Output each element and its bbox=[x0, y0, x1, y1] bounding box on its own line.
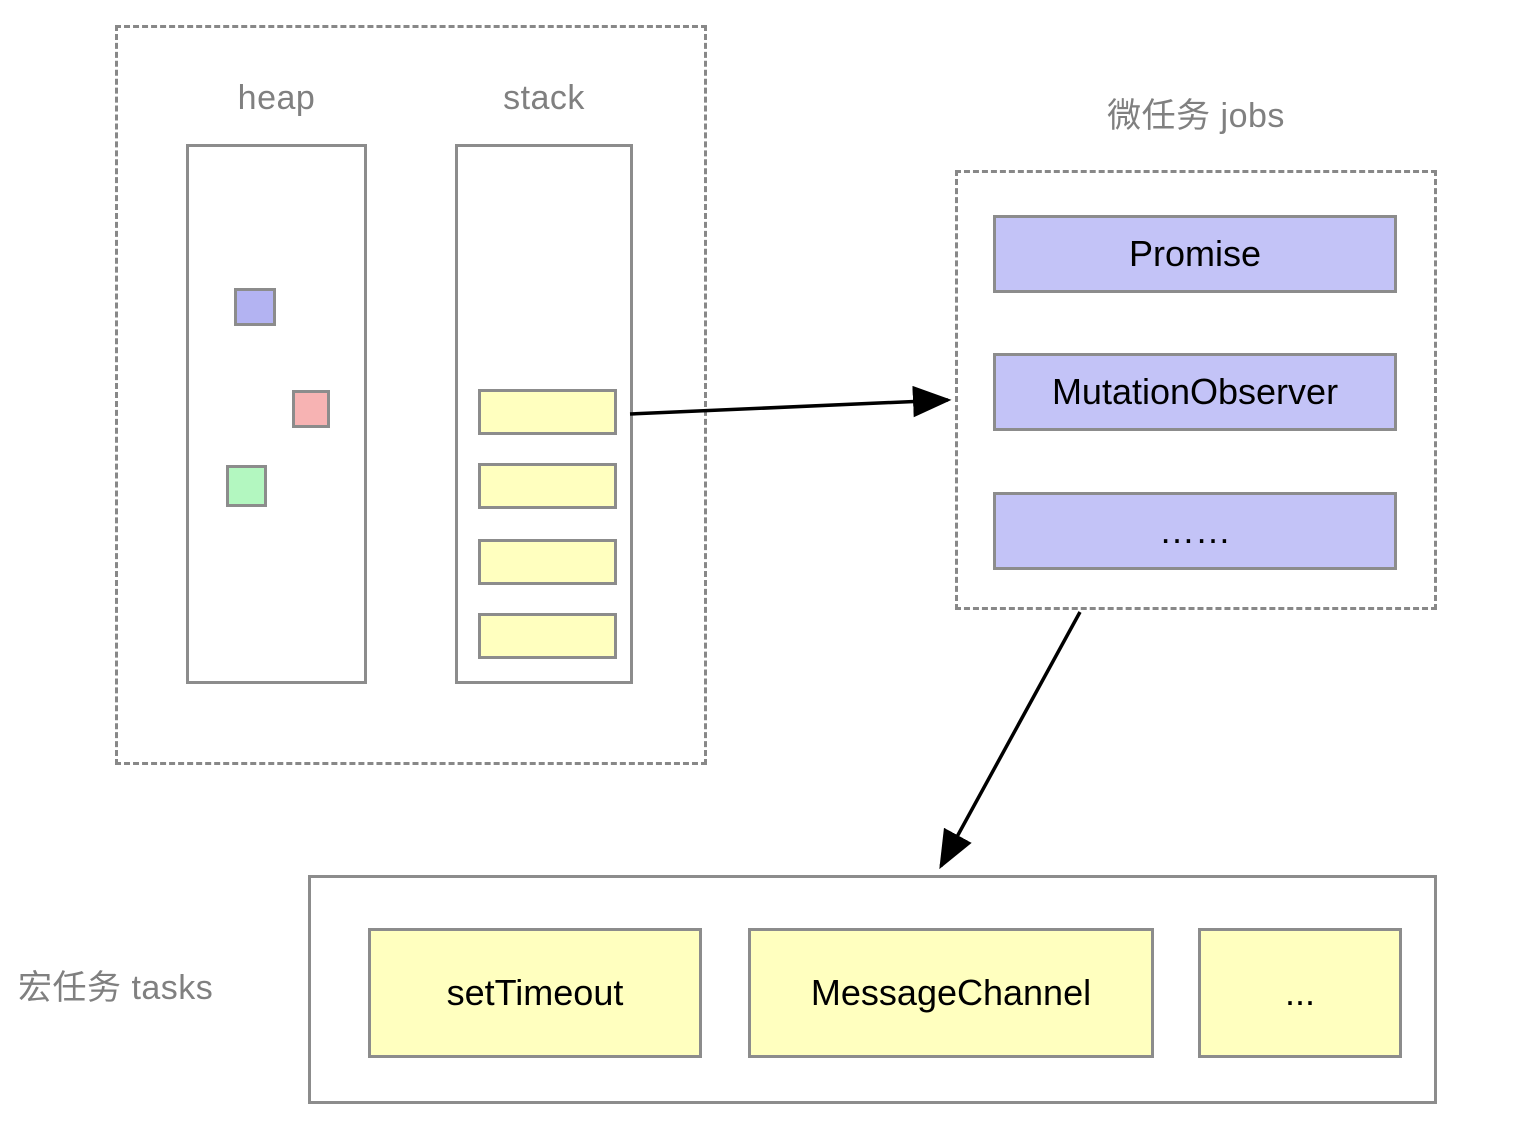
heap-cell-green bbox=[226, 465, 267, 507]
runtime-container bbox=[115, 25, 707, 765]
arrow-microtask-to-macrotask bbox=[939, 611, 1082, 870]
heap-cell-blue bbox=[234, 288, 276, 326]
microtask-item-ellipsis[interactable]: …… bbox=[993, 492, 1397, 570]
microtask-item-promise[interactable]: Promise bbox=[993, 215, 1397, 293]
stack-frame bbox=[478, 539, 617, 585]
macrotask-item-messagechannel[interactable]: MessageChannel bbox=[748, 928, 1154, 1058]
microtask-item-mutationobserver[interactable]: MutationObserver bbox=[993, 353, 1397, 431]
heap-label: heap bbox=[237, 79, 316, 117]
stack-frame bbox=[478, 613, 617, 659]
heap-box bbox=[186, 144, 367, 684]
macrotask-queue-label: 宏任务 tasks bbox=[18, 969, 214, 1007]
stack-frame bbox=[478, 389, 617, 435]
heap-cell-pink bbox=[292, 390, 330, 428]
stack-frame bbox=[478, 463, 617, 509]
macrotask-item-settimeout[interactable]: setTimeout bbox=[368, 928, 702, 1058]
microtask-queue-container: Promise MutationObserver …… bbox=[955, 170, 1437, 610]
macrotask-queue-container: setTimeout MessageChannel ... bbox=[308, 875, 1437, 1104]
macrotask-item-ellipsis[interactable]: ... bbox=[1198, 928, 1402, 1058]
stack-label: stack bbox=[503, 79, 585, 117]
stack-box bbox=[455, 144, 633, 684]
microtask-queue-label: 微任务 jobs bbox=[1107, 97, 1285, 135]
